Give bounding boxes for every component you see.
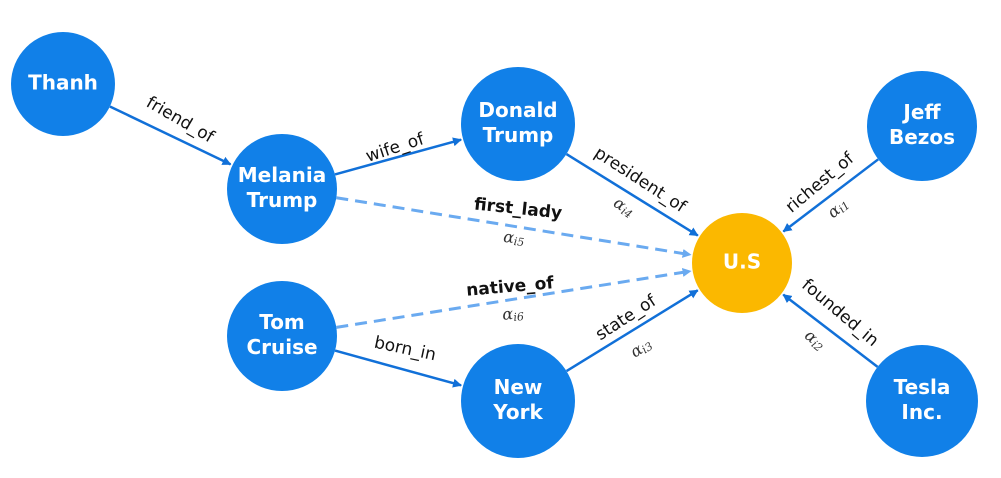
node-us: U.S: [692, 213, 792, 313]
node-thanh: Thanh: [11, 32, 115, 136]
node-circle-us: [692, 213, 792, 313]
edge-tom-to-us: [336, 267, 692, 329]
node-label-tesla: Inc.: [901, 400, 942, 424]
edge-jeff-to-us: [782, 158, 879, 233]
node-circle-melania: [227, 134, 337, 244]
node-label-newyork: York: [492, 400, 543, 424]
edge-label-wife-of: wife_of: [363, 129, 427, 167]
edge-label-native-of: native_of: [465, 273, 555, 301]
alpha-weight-i2: αi2: [800, 325, 830, 354]
alpha-weight-i6: αi6: [501, 303, 524, 325]
edge-donald-to-us: [565, 152, 699, 237]
node-circle-jeff: [867, 71, 977, 181]
node-label-melania: Trump: [247, 188, 318, 212]
node-label-tom: Tom: [259, 310, 305, 334]
node-circle-thanh: [11, 32, 115, 136]
node-circle-tesla: [866, 345, 978, 457]
edge-thanh-to-melania: [109, 105, 232, 166]
edge-melania-to-us: [336, 196, 692, 258]
node-label-jeff: Jeff: [901, 100, 941, 124]
node-circle-newyork: [461, 344, 575, 458]
node-label-newyork: New: [494, 375, 543, 399]
node-label-us: U.S: [723, 250, 761, 274]
node-circle-tom: [227, 281, 337, 391]
edge-label-state-of: state_of: [592, 291, 661, 345]
edge-newyork-to-us: [565, 289, 699, 373]
alpha-weight-i5: αi5: [502, 226, 525, 249]
alpha-weight-i3: αi3: [626, 333, 655, 362]
node-label-melania: Melania: [238, 163, 326, 187]
edge-label-born-in: born_in: [372, 333, 437, 366]
node-label-donald: Donald: [478, 98, 557, 122]
node-label-thanh: Thanh: [28, 71, 98, 95]
edge-tom-to-newyork: [334, 349, 462, 388]
node-label-tesla: Tesla: [894, 375, 951, 399]
node-label-jeff: Bezos: [889, 125, 955, 149]
node-label-donald: Trump: [483, 123, 554, 147]
edge-label-president-of: president_of: [591, 143, 691, 218]
edge-tesla-to-us: [782, 293, 879, 368]
edge-label-first-lady: first_lady: [473, 194, 563, 223]
node-label-tom: Cruise: [246, 335, 317, 359]
edge-melania-to-donald: [334, 137, 462, 176]
node-circle-donald: [461, 67, 575, 181]
